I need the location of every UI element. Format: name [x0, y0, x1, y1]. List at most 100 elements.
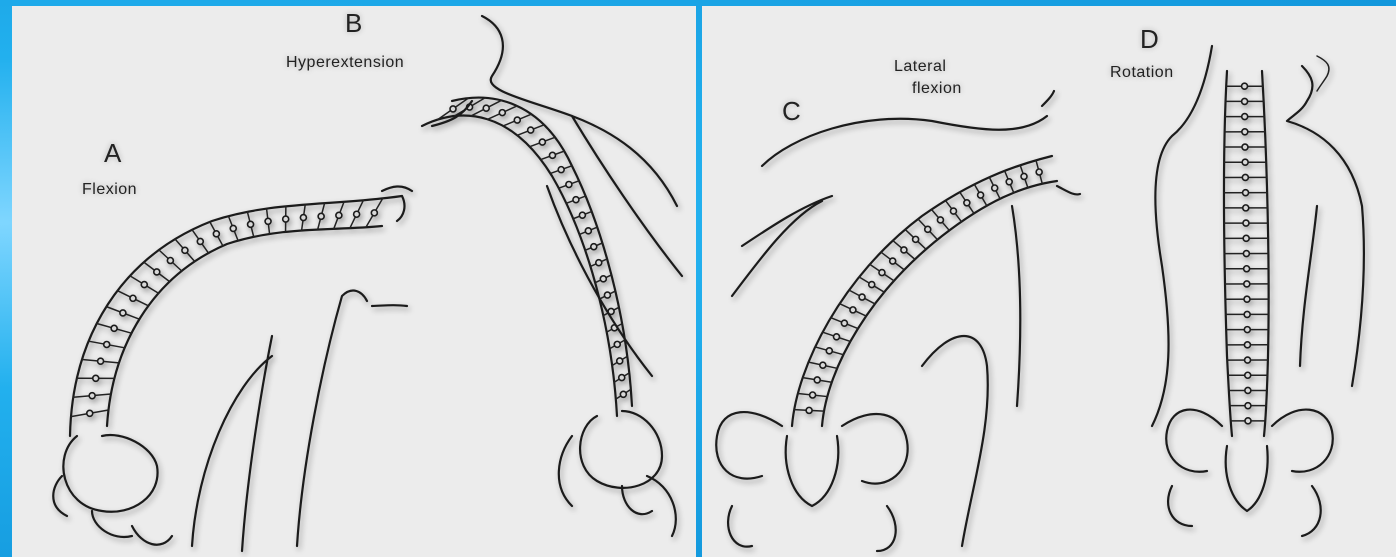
sacrum-d	[1226, 446, 1268, 511]
image-panel-right: C Lateral flexion D Rotation	[702, 6, 1396, 557]
vertebra-body	[1245, 372, 1251, 378]
head-d-outline	[1317, 56, 1329, 91]
vertebra-body	[265, 218, 271, 224]
vertebra-body	[230, 225, 236, 231]
figure-caption-c-line1: Lateral	[894, 58, 946, 76]
vertebra-body	[1244, 266, 1250, 272]
vertebra-body	[1242, 114, 1248, 120]
figure-letter-a: A	[104, 138, 121, 169]
vertebra-body	[87, 410, 93, 416]
vertebrae-c	[794, 160, 1042, 413]
vertebra-body	[539, 139, 545, 145]
vertebra-body	[1243, 235, 1249, 241]
vertebra-body	[978, 192, 984, 198]
vertebra-body	[354, 211, 360, 217]
vertebra-body	[833, 334, 839, 340]
vertebra-body	[1243, 220, 1249, 226]
vertebra-body	[879, 270, 885, 276]
vertebra-body	[619, 375, 625, 381]
vertebra-body	[901, 247, 907, 253]
vertebra-body	[93, 375, 99, 381]
vertebra-body	[98, 358, 104, 364]
image-panel-left: B Hyperextension A Flexion	[12, 6, 696, 557]
vertebra-body	[1243, 251, 1249, 257]
vertebra-body	[1036, 169, 1042, 175]
vertebra-body	[300, 215, 306, 221]
vertebra-body	[566, 181, 572, 187]
vertebra-body	[810, 392, 816, 398]
vertebra-body	[528, 127, 534, 133]
vertebra-body	[1242, 129, 1248, 135]
vertebrae-b	[438, 98, 631, 399]
vertebra-body	[1245, 387, 1251, 393]
figure-caption-d: Rotation	[1110, 64, 1174, 82]
spine-drawings-c-d	[702, 6, 1396, 557]
body-a-outline	[192, 186, 412, 551]
body-d-outline	[1152, 46, 1364, 426]
figure-caption-a: Flexion	[82, 181, 137, 199]
vertebra-body	[1244, 311, 1250, 317]
vertebra-body	[450, 106, 456, 112]
vertebra-body	[1242, 83, 1248, 89]
spine-drawings-a-b	[12, 6, 696, 557]
vertebra-body	[514, 117, 520, 123]
body-c-outline	[732, 91, 1080, 546]
vertebra-body	[1244, 281, 1250, 287]
vertebra-body	[558, 167, 564, 173]
vertebra-body	[104, 341, 110, 347]
figure-caption-c-line2: flexion	[912, 80, 962, 98]
figure-caption-b: Hyperextension	[286, 54, 404, 72]
vertebra-body	[600, 276, 606, 282]
vertebra-body	[1245, 403, 1251, 409]
vertebra-body	[141, 282, 147, 288]
vertebra-body	[182, 247, 188, 253]
vertebra-body	[1242, 98, 1248, 104]
vertebra-body	[1242, 174, 1248, 180]
vertebra-body	[913, 236, 919, 242]
vertebra-body	[1242, 144, 1248, 150]
vertebra-body	[120, 310, 126, 316]
vertebra-body	[89, 393, 95, 399]
figure-letter-c: C	[782, 96, 801, 127]
vertebra-body	[111, 325, 117, 331]
body-b-outline	[432, 16, 682, 376]
vertebra-body	[814, 377, 820, 383]
figure-letter-b: B	[345, 8, 362, 39]
vertebra-body	[1243, 190, 1249, 196]
vertebra-body	[620, 391, 626, 397]
vertebra-body	[248, 221, 254, 227]
vertebra-body	[937, 217, 943, 223]
vertebra-body	[617, 358, 623, 364]
vertebra-body	[992, 185, 998, 191]
vertebrae-d	[1224, 83, 1269, 424]
pelvis-d	[1166, 410, 1333, 536]
vertebra-body	[130, 295, 136, 301]
vertebra-body	[549, 152, 555, 158]
vertebra-body	[1245, 357, 1251, 363]
vertebra-body	[1245, 418, 1251, 424]
vertebra-body	[1006, 179, 1012, 185]
vertebra-body	[1243, 205, 1249, 211]
vertebra-body	[925, 226, 931, 232]
spine-b-outer	[422, 116, 617, 416]
vertebra-body	[1021, 173, 1027, 179]
vertebra-body	[850, 307, 856, 313]
vertebra-body	[806, 407, 812, 413]
vertebra-body	[283, 216, 289, 222]
vertebra-body	[579, 212, 585, 218]
vertebra-body	[614, 341, 620, 347]
pelvis-c	[716, 412, 907, 551]
sacrum-c	[786, 436, 839, 506]
vertebra-body	[499, 110, 505, 116]
vertebra-body	[841, 320, 847, 326]
vertebra-body	[167, 258, 173, 264]
vertebra-body	[596, 260, 602, 266]
vertebra-body	[869, 282, 875, 288]
vertebra-body	[585, 228, 591, 234]
vertebra-body	[604, 292, 610, 298]
figure-letter-d: D	[1140, 24, 1159, 55]
vertebra-body	[826, 348, 832, 354]
vertebra-body	[573, 197, 579, 203]
vertebra-body	[318, 213, 324, 219]
vertebra-body	[950, 208, 956, 214]
